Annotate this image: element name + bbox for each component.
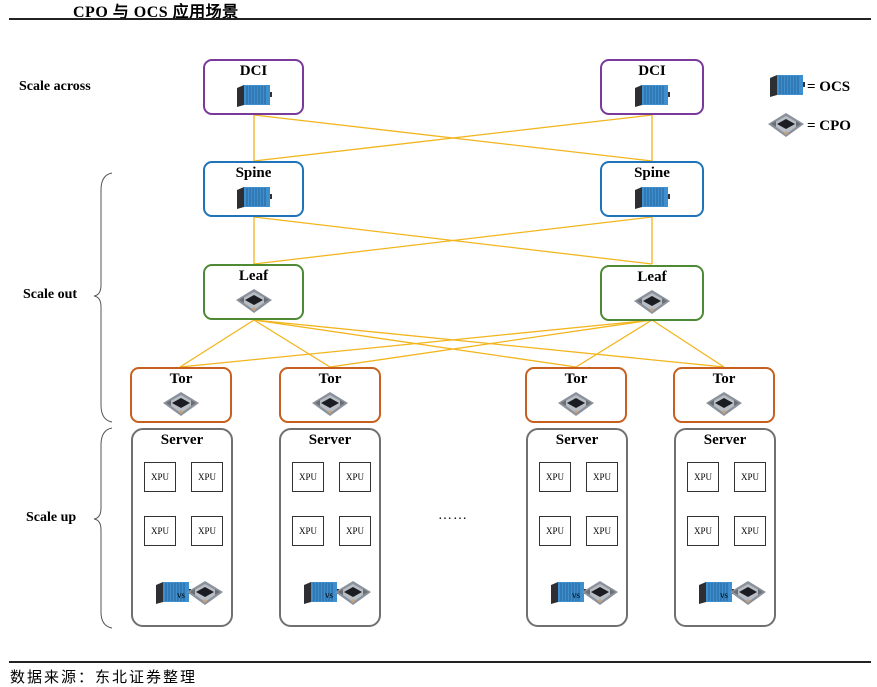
title-divider [9, 18, 871, 20]
xpu-box: XPU [191, 516, 223, 546]
source-divider [9, 661, 871, 663]
cpo-chip-icon [334, 580, 372, 611]
dci-spine-link [253, 114, 653, 162]
node-label: Server [160, 432, 204, 448]
tor-node-2[interactable]: Tor [279, 367, 381, 423]
xpu-box: XPU [144, 462, 176, 492]
cpo-chip-icon [633, 289, 671, 320]
server-node-3[interactable]: Server XPU XPU XPU XPU vs [526, 428, 628, 627]
cpo-chip-icon [705, 391, 743, 422]
legend-ocs-icon [767, 73, 807, 104]
xpu-box: XPU [734, 516, 766, 546]
spine-leaf-link [253, 216, 653, 265]
server-node-2[interactable]: Server XPU XPU XPU XPU vs [279, 428, 381, 627]
ocs-switch-icon [632, 185, 672, 216]
node-label: Tor [712, 371, 736, 387]
server-node-4[interactable]: Server XPU XPU XPU XPU vs [674, 428, 776, 627]
cpo-chip-icon [729, 580, 767, 611]
xpu-box: XPU [734, 462, 766, 492]
node-label: DCI [239, 63, 268, 79]
cpo-chip-icon [162, 391, 200, 422]
ocs-switch-icon [233, 185, 274, 216]
tor-node-1[interactable]: Tor [130, 367, 232, 423]
node-label: Tor [318, 371, 342, 387]
cpo-chip-icon [235, 288, 273, 319]
xpu-box: XPU [539, 462, 571, 492]
ocs-switch-icon [548, 580, 588, 611]
leaf-node-1[interactable]: Leaf [203, 264, 304, 320]
cpo-chip-icon [311, 391, 349, 422]
ocs-switch-icon [301, 580, 341, 611]
cpo-chip-icon [186, 580, 224, 611]
legend-ocs-label: = OCS [807, 79, 851, 95]
node-label: Leaf [637, 269, 667, 285]
scale-out-brace [93, 172, 113, 423]
xpu-box: XPU [687, 462, 719, 492]
server-node-1[interactable]: Server XPU XPU XPU XPU vs [131, 428, 233, 627]
xpu-box: XPU [586, 462, 618, 492]
xpu-box: XPU [339, 462, 371, 492]
spine-node-2[interactable]: Spine [600, 161, 704, 217]
node-label: Server [703, 432, 747, 448]
legend-cpo-label: = CPO [807, 118, 851, 134]
xpu-box: XPU [339, 516, 371, 546]
node-label: Server [308, 432, 352, 448]
tier-label-scale-out: Scale out [23, 287, 78, 302]
tier-label-scale-up: Scale up [26, 510, 77, 525]
tor-node-4[interactable]: Tor [673, 367, 775, 423]
xpu-box: XPU [586, 516, 618, 546]
xpu-box: XPU [539, 516, 571, 546]
leaf-tor-link [253, 319, 331, 368]
source-note: 数据来源：东北证券整理 [10, 668, 198, 686]
figure-title: CPO 与 OCS 应用场景 [73, 4, 239, 21]
leaf-tor-link [179, 319, 653, 368]
node-label: Spine [235, 165, 272, 181]
more-servers-ellipsis: …… [438, 508, 468, 523]
tor-node-3[interactable]: Tor [525, 367, 627, 423]
scale-up-brace [93, 427, 113, 629]
cpo-chip-icon [557, 391, 595, 422]
dci-node-1[interactable]: DCI [203, 59, 304, 115]
node-label: Tor [564, 371, 588, 387]
node-label: Server [555, 432, 599, 448]
ocs-switch-icon [696, 580, 736, 611]
cpo-chip-icon [581, 580, 619, 611]
xpu-box: XPU [292, 516, 324, 546]
node-label: Spine [634, 165, 670, 181]
versus-label: vs [720, 590, 729, 600]
node-label: DCI [638, 63, 666, 79]
leaf-tor-link [179, 319, 255, 368]
leaf-tor-link [329, 319, 653, 368]
xpu-box: XPU [191, 462, 223, 492]
ocs-switch-icon [153, 580, 193, 611]
versus-label: vs [325, 590, 334, 600]
versus-label: vs [177, 590, 186, 600]
node-label: Tor [169, 371, 193, 387]
leaf-tor-link [651, 319, 725, 368]
versus-label: vs [572, 590, 581, 600]
legend-cpo-icon [767, 112, 805, 143]
xpu-box: XPU [687, 516, 719, 546]
ocs-switch-icon [632, 83, 672, 114]
ocs-switch-icon [233, 83, 274, 114]
xpu-box: XPU [292, 462, 324, 492]
tier-label-scale-across: Scale across [19, 79, 91, 94]
spine-node-1[interactable]: Spine [203, 161, 304, 217]
leaf-tor-link [575, 319, 653, 368]
node-label: Leaf [238, 268, 269, 284]
xpu-box: XPU [144, 516, 176, 546]
leaf-node-2[interactable]: Leaf [600, 265, 704, 321]
dci-node-2[interactable]: DCI [600, 59, 704, 115]
